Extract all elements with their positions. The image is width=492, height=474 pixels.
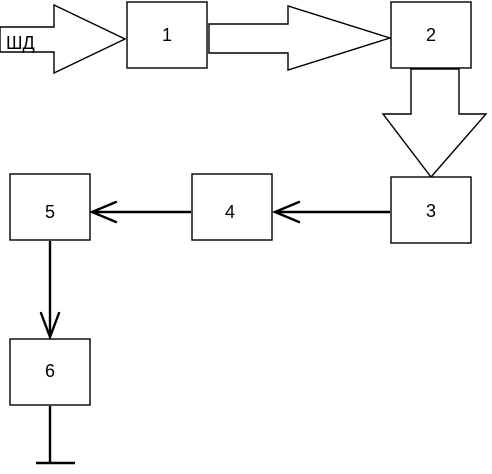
arrow-1-to-2 [208,5,393,71]
block-1 [126,1,208,69]
arrow-3-to-4 [271,200,390,224]
block-2-label: 2 [426,25,436,45]
arrow-2-to-3 [381,68,488,179]
block-5-label: 5 [45,202,55,222]
output-terminal [36,406,75,465]
arrow-4-to-5 [88,200,191,224]
block-6 [9,338,91,406]
block-5 [9,173,91,241]
block-3 [390,176,472,244]
block-3-label: 3 [426,201,436,221]
input-label: ШД [6,33,35,53]
block-2 [390,1,472,69]
block-4 [191,173,273,241]
block-6-label: 6 [45,361,55,381]
block-1-label: 1 [162,25,172,45]
block-4-label: 4 [225,202,235,222]
arrow-5-to-6 [39,241,61,341]
input-arrow [0,3,127,75]
